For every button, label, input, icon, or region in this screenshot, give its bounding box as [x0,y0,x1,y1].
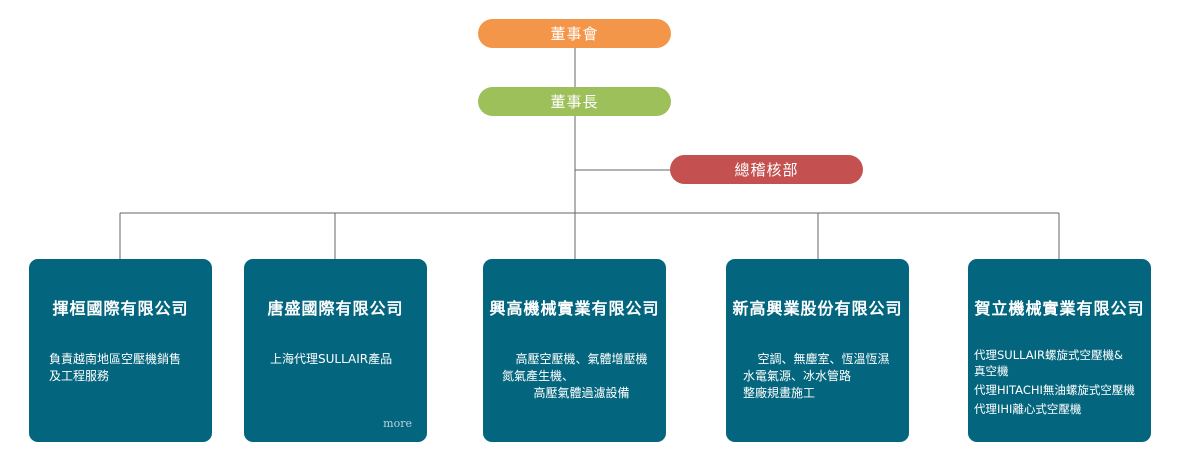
company-card-xinggao-machinery[interactable]: 興高機械實業有限公司 高壓空壓機、氣體增壓機 氮氣產生機、 高壓氣體過濾設備 [483,259,666,442]
chairman-label: 董事長 [550,93,599,111]
company-card-tangsheng[interactable]: 唐盛國際有限公司 上海代理SULLAIR產品 more [244,259,427,442]
company-description: 高壓空壓機、氣體增壓機 氮氣產生機、 高壓氣體過濾設備 [501,351,662,402]
description-line: 代理SULLAIR螺旋式空壓機& [974,348,1124,362]
company-name: 興高機械實業有限公司 [489,299,660,318]
board-of-directors-node: 董事會 [478,19,671,48]
description-line: 水電氣源、冰水管路 [743,369,852,383]
company-description: 上海代理SULLAIR產品 [270,351,421,368]
company-card-heli[interactable]: 賀立機械實業有限公司 代理SULLAIR螺旋式空壓機& 真空機 代理HITACH… [968,259,1151,442]
company-name: 揮桓國際有限公司 [52,299,189,318]
board-label: 董事會 [550,25,599,43]
company-description: 空調、無塵室、恆溫恆濕 水電氣源、冰水管路 整廠規畫施工 [742,351,905,402]
company-description: 負責越南地區空壓機銷售 及工程服務 [49,351,206,385]
description-line: 高壓氣體過濾設備 [533,386,630,400]
description-line: 空調、無塵室、恆溫恆濕 [757,352,890,366]
more-link[interactable]: more [383,417,412,430]
company-name: 賀立機械實業有限公司 [974,299,1145,318]
company-description: 代理SULLAIR螺旋式空壓機& 真空機 代理HITACHI無油螺旋式空壓機 代… [974,347,1149,420]
description-line: 氮氣產生機、 [502,369,575,383]
description-line: 高壓空壓機、氣體增壓機 [515,352,648,366]
admin-label: 總稽核部 [734,161,799,179]
description-line: 整廠規畫施工 [743,386,816,400]
chairman-node: 董事長 [478,87,671,116]
company-name: 新高興業股份有限公司 [732,299,903,318]
company-card-xingao[interactable]: 新高興業股份有限公司 空調、無塵室、恆溫恆濕 水電氣源、冰水管路 整廠規畫施工 [726,259,909,442]
company-name: 唐盛國際有限公司 [267,299,404,318]
company-card-huihuan[interactable]: 揮桓國際有限公司 負責越南地區空壓機銷售 及工程服務 [29,259,212,442]
description-line: 上海代理SULLAIR產品 [270,352,393,366]
description-line: 代理IHI離心式空壓機 [974,402,1082,416]
description-line: 代理HITACHI無油螺旋式空壓機 [974,383,1135,397]
general-audit-department-node: 總稽核部 [670,155,863,184]
description-line: 真空機 [974,364,1009,378]
description-line: 及工程服務 [49,369,110,383]
description-line: 負責越南地區空壓機銷售 [49,352,182,366]
